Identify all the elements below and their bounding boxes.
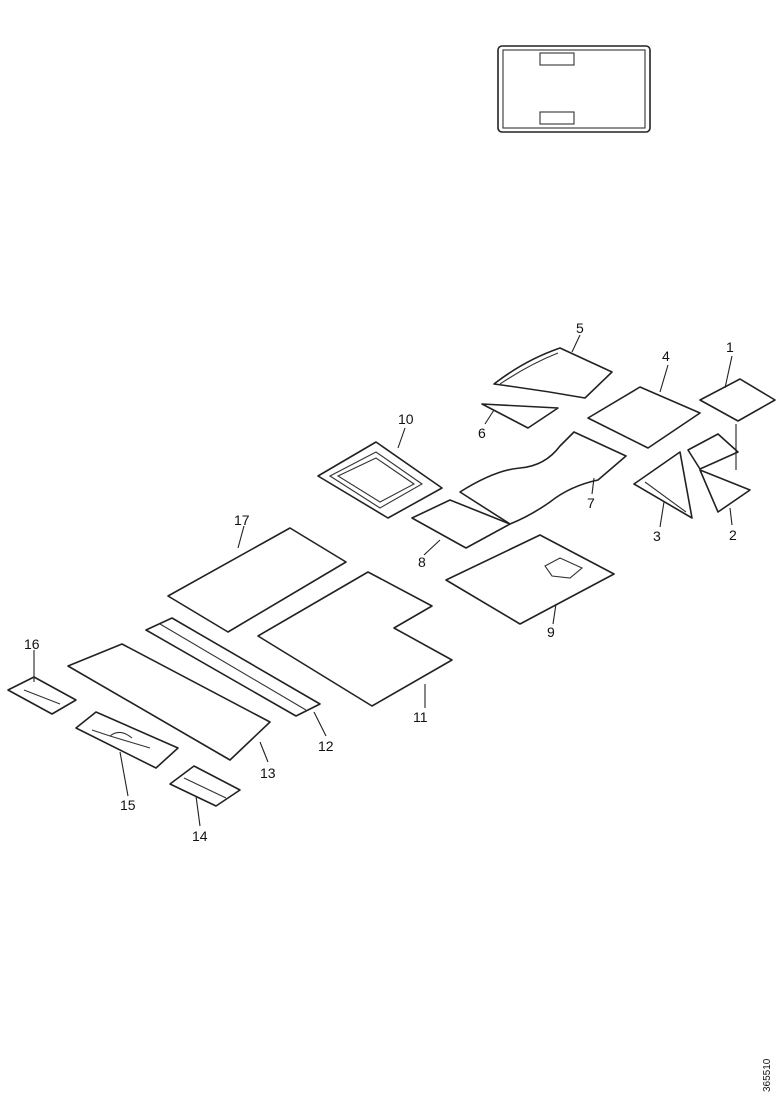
part-9 (445, 534, 615, 625)
part-3 (633, 451, 693, 519)
part-2 (687, 424, 751, 513)
callout-2: 2 (729, 527, 737, 543)
part-16 (7, 676, 77, 715)
callout-9: 9 (547, 624, 555, 640)
callout-labels: 1 2 3 4 5 6 7 8 9 10 11 12 13 14 15 16 1… (24, 320, 737, 844)
part-6 (481, 403, 559, 429)
callout-5: 5 (576, 320, 584, 336)
callout-4: 4 (662, 348, 670, 364)
callout-6: 6 (478, 425, 486, 441)
part-4 (587, 386, 701, 449)
callout-10: 10 (398, 411, 414, 427)
part-17 (167, 527, 347, 633)
callout-7: 7 (587, 495, 595, 511)
callout-16: 16 (24, 636, 40, 652)
part-11 (257, 571, 453, 707)
part-14 (169, 765, 241, 807)
part-15 (75, 711, 179, 769)
callout-3: 3 (653, 528, 661, 544)
part-10 (317, 441, 443, 519)
part-1 (699, 378, 776, 422)
part-8 (411, 499, 511, 549)
callout-8: 8 (418, 554, 426, 570)
leader-lines (33, 334, 733, 827)
callout-14: 14 (192, 828, 208, 844)
callout-17: 17 (234, 512, 250, 528)
callout-12: 12 (318, 738, 334, 754)
part-13 (67, 643, 271, 761)
callout-15: 15 (120, 797, 136, 813)
vehicle-top-view (497, 45, 651, 133)
drawing-reference: 365510 (762, 1058, 773, 1092)
callout-11: 11 (413, 709, 428, 725)
part-12 (145, 617, 321, 717)
part-5 (493, 347, 613, 399)
part-7 (459, 431, 627, 525)
callout-13: 13 (260, 765, 276, 781)
callout-1: 1 (726, 339, 734, 355)
